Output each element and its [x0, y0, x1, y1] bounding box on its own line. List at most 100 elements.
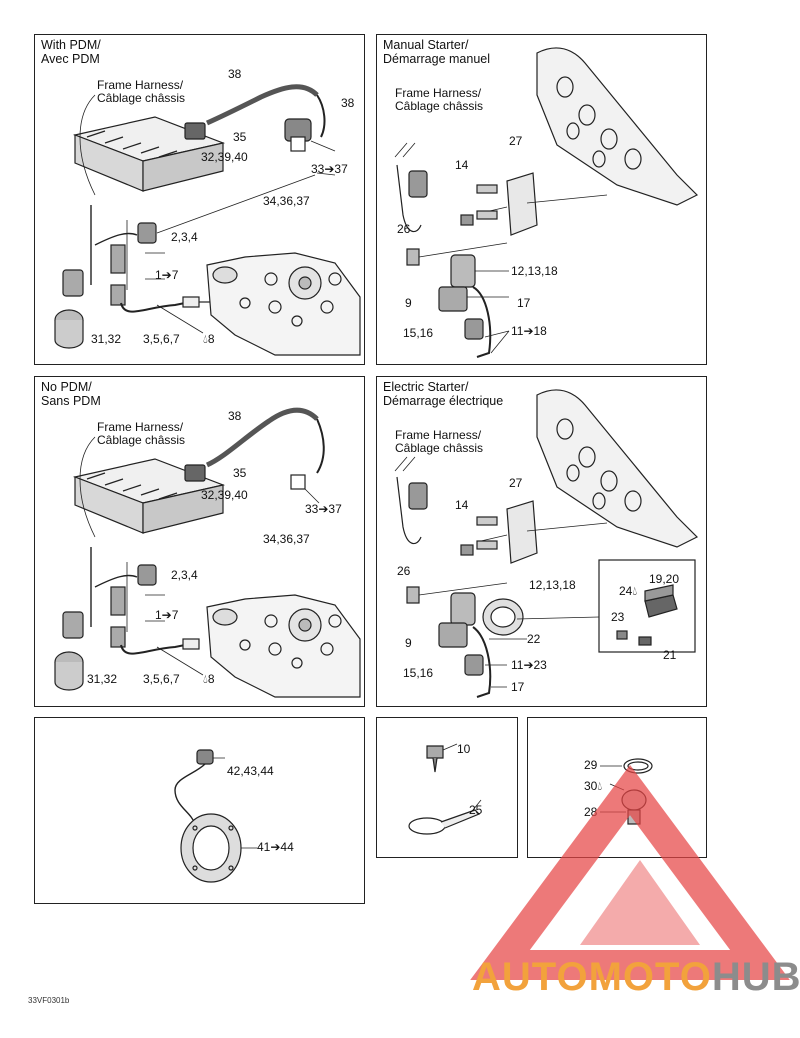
callout-14: 14 [455, 498, 469, 512]
callout-10: 10 [457, 742, 471, 756]
lamp-drawing [600, 758, 653, 825]
callout-1-7: 1➔7 [155, 608, 179, 622]
manual-starter-harness-line2: Câblage châssis [395, 99, 484, 113]
callout-30: 30💧︎ [584, 780, 602, 793]
connector-31 [62, 269, 84, 297]
callout-30-value: 30 [584, 779, 598, 793]
panel-sensor: 42,43,44 41➔44 [34, 717, 365, 904]
callout-35: 35 [233, 466, 247, 480]
with-pdm-title-line1: With PDM/ [41, 38, 101, 52]
electric-starter-harness-line1: Frame Harness/ [395, 428, 482, 442]
callout-29: 29 [584, 758, 598, 772]
callout-35: 35 [233, 130, 247, 144]
callout-22: 22 [527, 632, 541, 646]
figure-code: 33VF0301b [28, 996, 70, 1005]
callout-1-7: 1➔7 [155, 268, 179, 282]
callout-9: 9 [405, 636, 412, 650]
watermark-text-part2: HUB [711, 955, 800, 999]
callout-28: 28 [584, 805, 598, 819]
manual-starter-title-line2: Démarrage manuel [383, 52, 490, 66]
sensor-8 [182, 296, 200, 308]
panel-fasteners: 10 25 [376, 717, 518, 858]
electric-starter-title-line1: Electric Starter/ [383, 380, 469, 394]
manual-starter-drawing [394, 47, 699, 358]
panel-lamp: 29 30💧︎ 28 [527, 717, 707, 858]
callout-9: 9 [405, 296, 412, 310]
drop-icon: 💧︎ [203, 332, 208, 346]
callout-27: 27 [509, 134, 523, 148]
callout-32-39-40: 32,39,40 [201, 150, 248, 164]
callout-3-5-6-7: 3,5,6,7 [143, 332, 180, 346]
connector-1 [110, 244, 126, 274]
with-pdm-title: With PDM/Avec PDM [41, 38, 101, 66]
pdm-module [72, 116, 226, 192]
callout-12-13-18: 12,13,18 [529, 578, 576, 592]
callout-33-37: 33➔37 [311, 162, 348, 176]
callout-23: 23 [611, 610, 625, 624]
callout-34-36-37: 34,36,37 [263, 532, 310, 546]
with-pdm-harness-line2: Câblage châssis [97, 91, 186, 105]
drop-icon: 💧︎ [632, 584, 638, 598]
electric-starter-drawing [394, 389, 699, 698]
callout-2-3-4: 2,3,4 [171, 568, 198, 582]
callout-42-43-44: 42,43,44 [227, 764, 274, 778]
panel-no-pdm: No PDM/Sans PDM Frame Harness/Câblage ch… [34, 376, 365, 707]
panel-electric-starter: Electric Starter/Démarrage électrique Fr… [376, 376, 707, 707]
callout-15-16: 15,16 [403, 326, 434, 340]
manual-starter-harness-label: Frame Harness/Câblage châssis [395, 87, 483, 113]
callout-8: 💧︎8 [203, 673, 215, 686]
callout-31-32: 31,32 [91, 332, 122, 346]
electric-starter-title: Electric Starter/Démarrage électrique [383, 380, 503, 408]
connector-2 [137, 222, 157, 244]
watermark-text-part1: AUTOMOTO [472, 955, 712, 999]
panel-manual-starter: Manual Starter/Démarrage manuel Frame Ha… [376, 34, 707, 365]
callout-24: 24💧︎ [619, 585, 637, 598]
no-pdm-title-line1: No PDM/ [41, 380, 92, 394]
callout-12-13-18: 12,13,18 [511, 264, 558, 278]
drop-icon: 💧︎ [597, 779, 603, 793]
callout-19-20: 19,20 [649, 572, 680, 586]
no-pdm-title-line2: Sans PDM [41, 394, 101, 408]
drop-icon: 💧︎ [203, 672, 208, 686]
callout-11-23: 11➔23 [511, 658, 547, 672]
callout-26: 26 [397, 222, 411, 236]
manual-starter-title: Manual Starter/Démarrage manuel [383, 38, 490, 66]
callout-21: 21 [663, 648, 677, 662]
callout-38: 38 [228, 409, 242, 423]
connector-33 [290, 136, 306, 152]
electric-starter-harness-line2: Câblage châssis [395, 441, 484, 455]
fasteners-drawing [408, 743, 482, 835]
panel-with-pdm: With PDM/Avec PDM Frame Harness/Câblage … [34, 34, 365, 365]
callout-32-39-40: 32,39,40 [201, 488, 248, 502]
with-pdm-drawing [54, 84, 361, 356]
callout-17: 17 [517, 296, 531, 310]
connector-3 [110, 284, 126, 306]
watermark-text: AUTOMOTOHUB [472, 955, 800, 1000]
callout-41-44: 41➔44 [257, 840, 294, 854]
callout-8: 💧︎8 [203, 333, 215, 346]
no-pdm-harness-line2: Câblage châssis [97, 433, 186, 447]
manual-starter-title-line1: Manual Starter/ [383, 38, 469, 52]
electric-starter-title-line2: Démarrage électrique [383, 394, 504, 408]
no-pdm-harness-label: Frame Harness/Câblage châssis [97, 421, 185, 447]
callout-38b: 38 [341, 96, 355, 110]
with-pdm-harness-label: Frame Harness/Câblage châssis [97, 79, 185, 105]
engine-block [206, 252, 361, 356]
with-pdm-title-line2: Avec PDM [41, 52, 100, 66]
electric-starter-harness-label: Frame Harness/Câblage châssis [395, 429, 483, 455]
callout-2-3-4: 2,3,4 [171, 230, 198, 244]
with-pdm-harness-line1: Frame Harness/ [97, 78, 184, 92]
callout-14: 14 [455, 158, 469, 172]
callout-8-value: 8 [207, 672, 215, 686]
callout-33-37: 33➔37 [305, 502, 342, 516]
callout-38: 38 [228, 67, 242, 81]
callout-15-16: 15,16 [403, 666, 434, 680]
callout-24-value: 24 [619, 584, 633, 598]
callout-8-value: 8 [207, 332, 215, 346]
callout-34-36-37: 34,36,37 [263, 194, 310, 208]
no-pdm-title: No PDM/Sans PDM [41, 380, 101, 408]
callout-17: 17 [511, 680, 525, 694]
no-pdm-drawing [54, 407, 361, 698]
no-pdm-module [72, 458, 226, 534]
callout-3-5-6-7: 3,5,6,7 [143, 672, 180, 686]
